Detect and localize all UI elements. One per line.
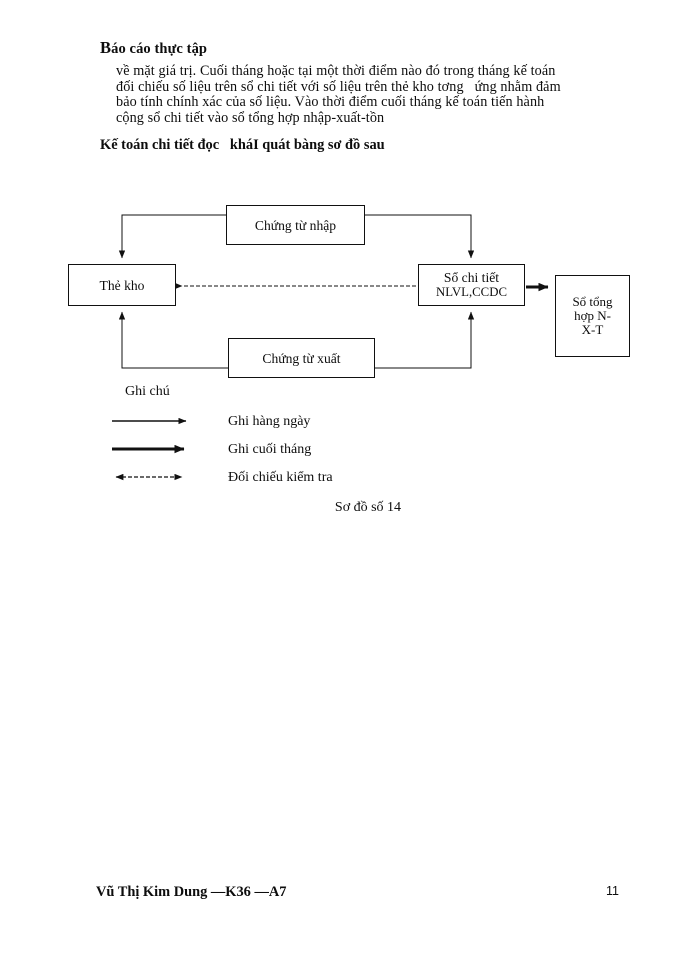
figure-caption-text: Sơ đồ số 14 [334,500,402,515]
box-label: Chứng từ nhập [254,217,337,233]
paragraph-line: bảo tính chính xác của số liệu. Vào thời… [116,94,545,111]
footer-page-number: 11 [606,884,619,898]
box-label-line3: X-T [581,322,604,337]
box-label: Thẻ kho [99,277,145,293]
body-paragraph: về mặt giá trị. Cuối tháng hoặc tại một … [116,63,614,126]
legend-label-ghi-hang-ngay: Ghi hàng ngày [228,414,311,429]
flowchart-box-the-kho[interactable]: Thẻ kho [68,264,176,306]
running-head-text: áo cáo thực tập [111,41,208,57]
flowchart-box-chung-tu-xuat[interactable]: Chứng từ xuất [228,338,375,378]
flowchart-box-chung-tu-nhap[interactable]: Chứng từ nhập [226,205,365,245]
flowchart-box-so-tong-hop[interactable]: Sổ tổng hợp N- X-T [555,275,630,357]
connector-nhap-to-thekho [118,214,226,259]
running-head: Báo cáo thực tập [100,38,207,58]
connector-nhap-to-sochitiet [365,214,475,259]
paragraph-line: đối chiếu số liệu trên sổ chi tiết với s… [116,78,561,95]
box-label-line1: Sổ tổng [572,294,613,309]
connector-xuat-to-thekho [118,311,228,369]
paragraph-line: cộng sổ chi tiết vào sổ tổng hợp nhập-xu… [116,109,385,126]
running-head-dropcap: B [100,38,112,57]
connector-xuat-to-sochitiet [375,311,475,369]
paragraph-line: về mặt giá trị. Cuối tháng hoặc tại một … [116,63,556,79]
box-label: Sổ chi tiết [443,270,500,285]
legend-label-ghi-cuoi-thang: Ghi cuối tháng [228,442,312,457]
legend-title: Ghi chú [125,384,170,399]
flowchart-box-so-chi-tiet[interactable]: Sổ chi tiết NLVL,CCDC [418,264,525,306]
box-label: Chứng từ xuất [262,350,341,366]
section-heading: Kế toán chi tiết đọc kháI quát bàng sơ đ… [100,137,385,153]
figure-caption: Sơ đồ số 14 [0,500,700,516]
box-sublabel: NLVL,CCDC [436,285,507,299]
box-label-line2: hợp N- [574,308,611,323]
legend-label-doi-chieu-kiem-tra: Đối chiếu kiểm tra [228,470,333,485]
footer-author: Vũ Thị Kim Dung —K36 —A7 [96,884,287,900]
